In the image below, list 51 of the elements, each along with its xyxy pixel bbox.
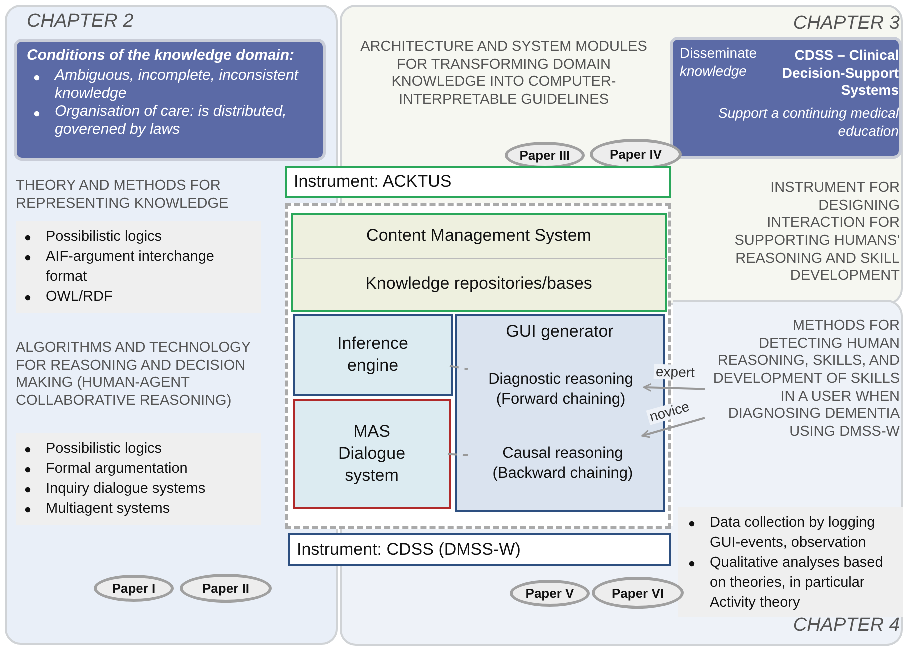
instrument-label: Instrument: ACKTUS [294, 172, 452, 192]
paper-label: Paper V [526, 586, 574, 601]
bullet-text: OWL/RDF [46, 289, 113, 306]
paper-label: Paper II [202, 581, 250, 596]
module-label: GUI generator [505, 321, 615, 342]
module-box [293, 399, 451, 509]
instrument-box [288, 533, 671, 566]
bullet-text: Ambiguous, incomplete, inconsistent knowledge [55, 67, 298, 102]
module-box [291, 213, 667, 259]
paper-label: Paper III [520, 148, 570, 163]
bullet-text: Qualitative analyses based on theories, in particular Activity theory [710, 555, 884, 611]
bullet-text: Possibilistic logics [46, 229, 162, 246]
chapter-heading: CHAPTER 4 [792, 615, 900, 637]
module-label: Knowledge repositories/bases [366, 273, 592, 296]
module-label: MAS Dialogue system [337, 420, 407, 488]
dashed-connector [448, 453, 468, 456]
paper-label: Paper VI [612, 586, 664, 600]
module-box [291, 259, 667, 312]
arrow [642, 417, 706, 438]
bullet-text: Inquiry dialogue systems [46, 480, 206, 497]
paper-label: Paper I [112, 581, 156, 596]
chapter-heading: CHAPTER 3 [792, 13, 900, 35]
card-text: Support a continuing medical education [717, 104, 899, 140]
cdss-card [670, 37, 902, 159]
section-heading: INSTRUMENT FOR DESIGNING INTERACTION FOR SUPPORTING HUMANS' REASONING AND SKILL DEVELOPMENT [734, 180, 900, 286]
chapter-heading: CHAPTER 2 [27, 11, 135, 33]
bullet-text: Formal argumentation [46, 460, 188, 477]
bullet-text: Data collection by logging GUI-events, observation [710, 515, 876, 551]
card-text: Disseminate knowledge [680, 45, 758, 80]
card-heading: CDSS – Clinical Decision-Support Systems [781, 47, 899, 100]
conditions-card [14, 39, 326, 161]
instrument-label: Instrument: CDSS (DMSS-W) [297, 540, 521, 560]
arrow [643, 383, 706, 392]
section-heading: ARCHITECTURE AND SYSTEM MODULES FOR TRANSFORMING DOMAIN KNOWLEDGE INTO COMPUTER-INTERPRETABLE GUIDELINES [360, 39, 648, 110]
module-box [293, 314, 453, 396]
paper-label: Paper IV [610, 147, 662, 162]
bullet-text: Multiagent systems [46, 500, 170, 517]
card-heading: Conditions of the knowledge domain: [27, 47, 296, 65]
section-heading: METHODS FOR DETECTING HUMAN REASONING, SKILLS, AND DEVELOPMENT OF SKILLS IN A USER WHEN DIAGNOSING DEMENTIA USING DMSS-W [712, 318, 900, 442]
section-heading: ALGORITHMS AND TECHNOLOGY FOR REASONING AND DECISION MAKING (HUMAN-AGENT COLLABORATIVE REASONING) [16, 340, 252, 411]
dashed-connector [450, 365, 468, 370]
bullet-text: Organisation of care: is distributed, goverened by laws [55, 103, 287, 138]
list-background [678, 507, 903, 617]
module-text: Causal reasoning (Backward chaining) [492, 444, 634, 484]
module-label: Inference engine [336, 332, 410, 377]
module-text: Diagnostic reasoning (Forward chaining) [488, 370, 634, 410]
bullet-text: AIF-argument interchange format [46, 249, 214, 286]
instrument-box [285, 166, 671, 198]
section-heading: THEORY AND METHODS FOR REPRESENTING KNOWLEDGE [16, 178, 230, 214]
module-label: Content Management System [366, 225, 592, 248]
bullet-text: Possibilistic logics [46, 440, 162, 457]
